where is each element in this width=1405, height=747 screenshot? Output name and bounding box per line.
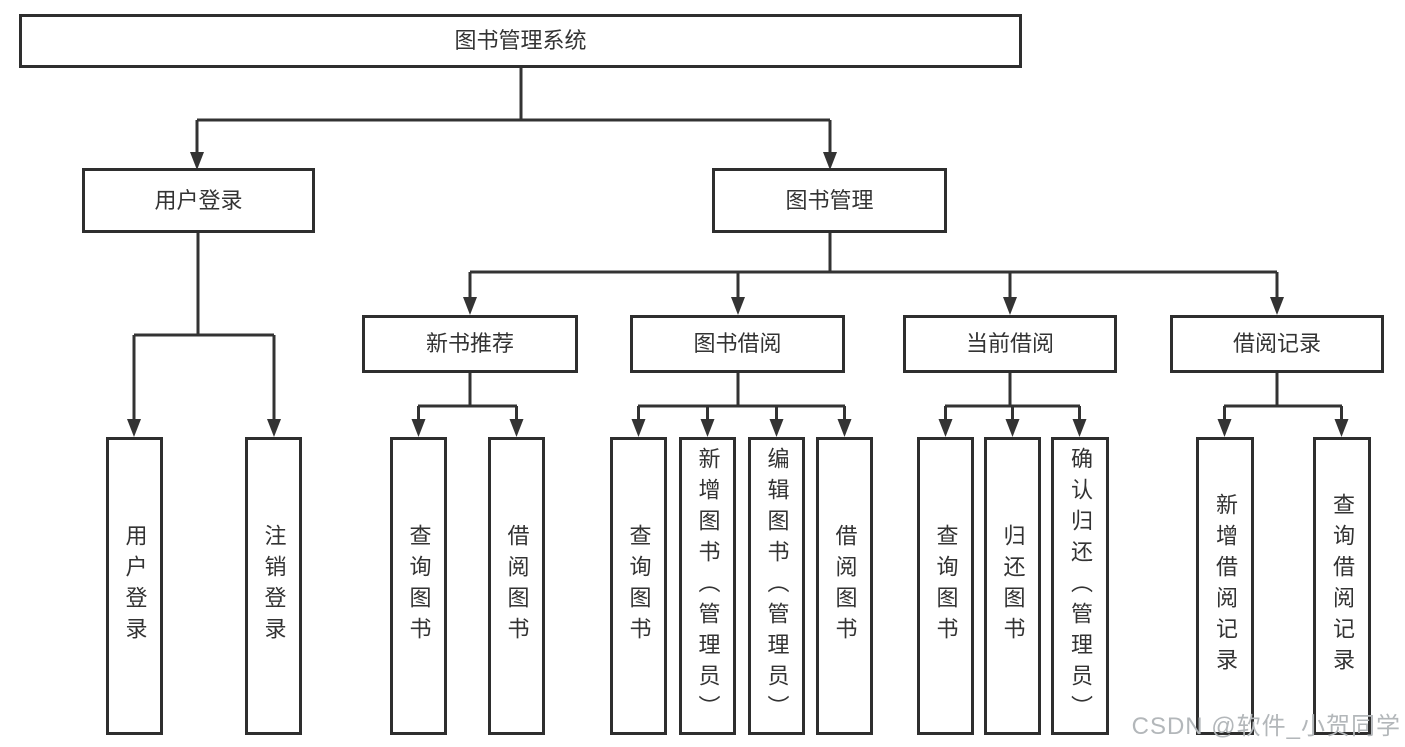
leaf-bb-borrow-books: 借阅图书 xyxy=(816,437,873,735)
node-book-borrow: 图书借阅 xyxy=(630,315,845,373)
arrowhead-down-icon xyxy=(1072,419,1087,437)
node-label: 用户登录 xyxy=(122,524,148,648)
arrowhead-down-icon xyxy=(769,419,784,437)
arrowhead-down-icon xyxy=(1217,419,1232,437)
node-label: 查询图书 xyxy=(933,524,959,648)
leaf-logout: 注销登录 xyxy=(245,437,302,735)
arrowhead-down-icon xyxy=(1003,297,1017,315)
leaf-br-add-record: 新增借阅记录 xyxy=(1196,437,1254,735)
node-label: 新增借阅记录 xyxy=(1213,493,1238,679)
arrowhead-down-icon xyxy=(1334,419,1349,437)
arrowhead-down-icon xyxy=(700,419,715,437)
arrowhead-down-icon xyxy=(127,419,141,437)
node-label: 新增图书（管理员） xyxy=(695,446,721,726)
node-user-login: 用户登录 xyxy=(82,168,315,233)
node-label: 图书借阅 xyxy=(693,331,782,356)
node-label: 查询图书 xyxy=(626,524,652,648)
leaf-cb-query-books: 查询图书 xyxy=(917,437,974,735)
arrowhead-down-icon xyxy=(837,419,852,437)
node-library-system: 图书管理系统 xyxy=(19,14,1022,68)
arrowhead-down-icon xyxy=(411,419,426,437)
leaf-cb-confirm-return-admin: 确认归还（管理员） xyxy=(1051,437,1109,735)
node-label: 当前借阅 xyxy=(965,331,1054,356)
node-label: 用户登录 xyxy=(154,187,243,213)
arrowhead-down-icon xyxy=(509,419,524,437)
arrowhead-down-icon xyxy=(631,419,646,437)
node-new-book-recommend: 新书推荐 xyxy=(362,315,578,373)
node-label: 借阅图书 xyxy=(832,524,858,648)
arrowhead-down-icon xyxy=(938,419,953,437)
leaf-nb-query-books: 查询图书 xyxy=(390,437,447,735)
arrowhead-down-icon xyxy=(267,419,281,437)
node-label: 查询借阅记录 xyxy=(1330,493,1355,679)
arrowhead-down-icon xyxy=(1270,297,1284,315)
node-label: 图书管理系统 xyxy=(454,28,587,53)
node-current-borrow: 当前借阅 xyxy=(903,315,1117,373)
node-book-management: 图书管理 xyxy=(712,168,947,233)
node-label: 图书管理 xyxy=(785,187,874,213)
csdn-watermark: CSDN @软件_小贺同学 xyxy=(1131,713,1401,740)
node-label: 注销登录 xyxy=(261,524,287,648)
arrowhead-down-icon xyxy=(731,297,745,315)
leaf-bb-query-books: 查询图书 xyxy=(610,437,667,735)
node-label: 确认归还（管理员） xyxy=(1068,446,1093,726)
leaf-br-query-record: 查询借阅记录 xyxy=(1313,437,1371,735)
leaf-bb-add-books-admin: 新增图书（管理员） xyxy=(679,437,736,735)
arrowhead-down-icon xyxy=(463,297,477,315)
node-label: 归还图书 xyxy=(1000,524,1026,648)
node-borrow-records: 借阅记录 xyxy=(1170,315,1384,373)
node-label: 新书推荐 xyxy=(425,331,514,356)
leaf-nb-borrow-books: 借阅图书 xyxy=(488,437,545,735)
node-label: 借阅记录 xyxy=(1232,331,1321,356)
node-label: 查询图书 xyxy=(406,524,432,648)
node-label: 借阅图书 xyxy=(504,524,530,648)
arrowhead-down-icon xyxy=(1005,419,1020,437)
leaf-user-login: 用户登录 xyxy=(106,437,163,735)
leaf-cb-return-books: 归还图书 xyxy=(984,437,1041,735)
node-label: 编辑图书（管理员） xyxy=(764,446,790,726)
leaf-bb-edit-books-admin: 编辑图书（管理员） xyxy=(748,437,805,735)
